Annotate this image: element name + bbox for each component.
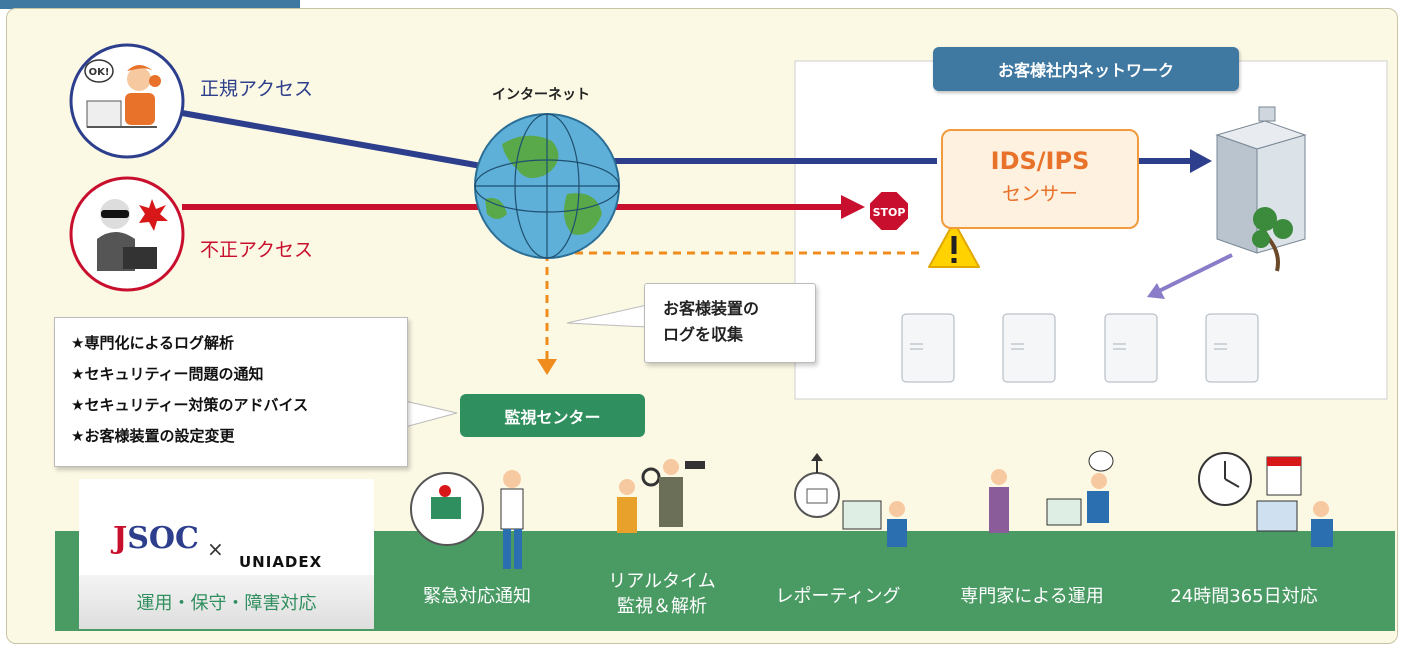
feature-illustrations: [410, 450, 1333, 569]
services-list: ★専門化によるログ解析 ★セキュリティー問題の通知 ★セキュリティー対策のアドバ…: [54, 317, 408, 467]
internal-distribution-arrowhead: [1147, 283, 1165, 299]
server-icon: [901, 313, 955, 383]
log-collection-callout: お客様装置の ログを収集: [644, 283, 816, 363]
operations-label: 運用・保守・障害対応: [136, 593, 317, 614]
ids-ips-subtitle: センサー: [1001, 183, 1078, 205]
network-diagram: OK! STOP: [69, 43, 1388, 564]
log-arrowhead: [537, 359, 557, 375]
legitimate-arrowhead: [1190, 149, 1212, 173]
realtime-monitor-icon: [617, 459, 705, 533]
stop-sign-text: STOP: [873, 206, 906, 219]
legitimate-access-label: 正規アクセス: [200, 78, 314, 100]
illegitimate-user-icon: [69, 176, 185, 292]
server-icon: [1104, 313, 1158, 383]
cross-symbol: ×: [207, 537, 224, 561]
feature-emergency-label: 緊急対応通知: [423, 586, 531, 607]
stop-sign-icon: STOP: [868, 190, 910, 232]
warning-icon: [928, 221, 980, 268]
internal-distribution-arrow: [1158, 253, 1233, 293]
header-tab-strip: [0, 0, 300, 9]
jsoc-logo-text: JSOC: [113, 521, 199, 556]
service-item: ★専門化によるログ解析: [71, 334, 234, 352]
reporting-icon: [794, 453, 907, 547]
ok-speech-text: OK!: [89, 67, 110, 78]
log-callout-line2: ログを収集: [663, 325, 744, 344]
feature-realtime-line1: リアルタイム: [608, 571, 716, 592]
server-icon: [1205, 313, 1259, 383]
monitoring-center-badge: 監視センター: [460, 394, 645, 437]
office-building-icon: [1215, 106, 1307, 272]
legitimate-user-icon: OK!: [69, 43, 185, 159]
diagram-panel: OK! STOP: [6, 8, 1398, 644]
server-icon: [1002, 313, 1056, 383]
uniadex-logo-text: UNIADEX: [239, 553, 323, 571]
illegitimate-arrowhead: [841, 195, 865, 219]
feature-realtime-label: リアルタイム 監視＆解析: [597, 569, 727, 619]
ids-ips-title: IDS/IPS: [990, 147, 1090, 175]
feature-24x365-label: 24時間365日対応: [1170, 586, 1318, 607]
feature-expert-label: 専門家による運用: [960, 586, 1104, 607]
ids-ips-sensor-box: IDS/IPS センサー: [941, 129, 1139, 229]
operations-label-bar: [79, 575, 374, 629]
globe-icon: [474, 113, 620, 259]
expert-operation-icon: [989, 450, 1114, 533]
feature-reporting-label: レポーティング: [775, 586, 901, 607]
service-item: ★セキュリティー対策のアドバイス: [71, 396, 309, 414]
service-item: ★セキュリティー問題の通知: [71, 365, 264, 383]
service-item: ★お客様装置の設定変更: [71, 427, 235, 445]
clock-calendar-icon: [1198, 452, 1333, 547]
customer-network-title: お客様社内ネットワーク: [933, 47, 1239, 91]
feature-realtime-line2: 監視＆解析: [617, 596, 707, 617]
internet-label: インターネット: [492, 87, 590, 103]
emergency-notify-icon: [410, 470, 524, 569]
legitimate-path-line: [181, 110, 488, 170]
illegitimate-access-label: 不正アクセス: [200, 239, 314, 261]
log-callout-line1: お客様装置の: [663, 299, 760, 318]
